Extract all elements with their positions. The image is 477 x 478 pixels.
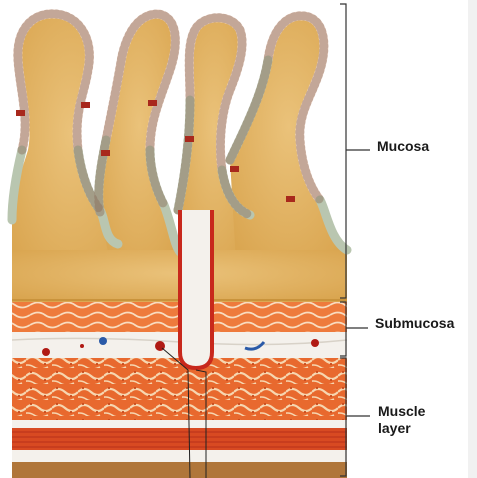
muscle-layer-label: Muscle layer [378,403,458,437]
blood-vessel [42,348,50,356]
muscle-label-line1: Muscle [378,403,458,420]
blood-vessel [80,344,84,348]
blood-vessel [311,339,319,347]
muscle-label-line2: layer [378,420,458,437]
intestinal-gland [180,210,212,368]
blood-vessel [99,337,107,345]
submucosa-label: Submucosa [375,315,454,332]
mucosa-label: Mucosa [377,138,429,155]
muscle-layer [12,358,347,478]
